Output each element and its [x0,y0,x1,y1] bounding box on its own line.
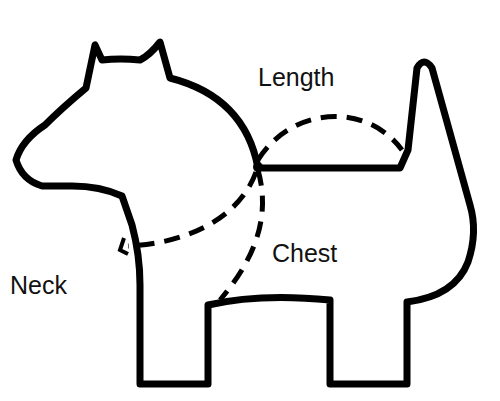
length-dashed-line [258,116,402,160]
length-label: Length [258,64,334,92]
measure-point [253,162,263,172]
chest-dashed-line [220,170,263,300]
neck-label: Neck [10,272,67,300]
chest-label: Chest [272,240,337,268]
neck-dashed-line [128,172,256,246]
dog-outline [16,42,474,384]
neck-tape-end [120,238,128,254]
